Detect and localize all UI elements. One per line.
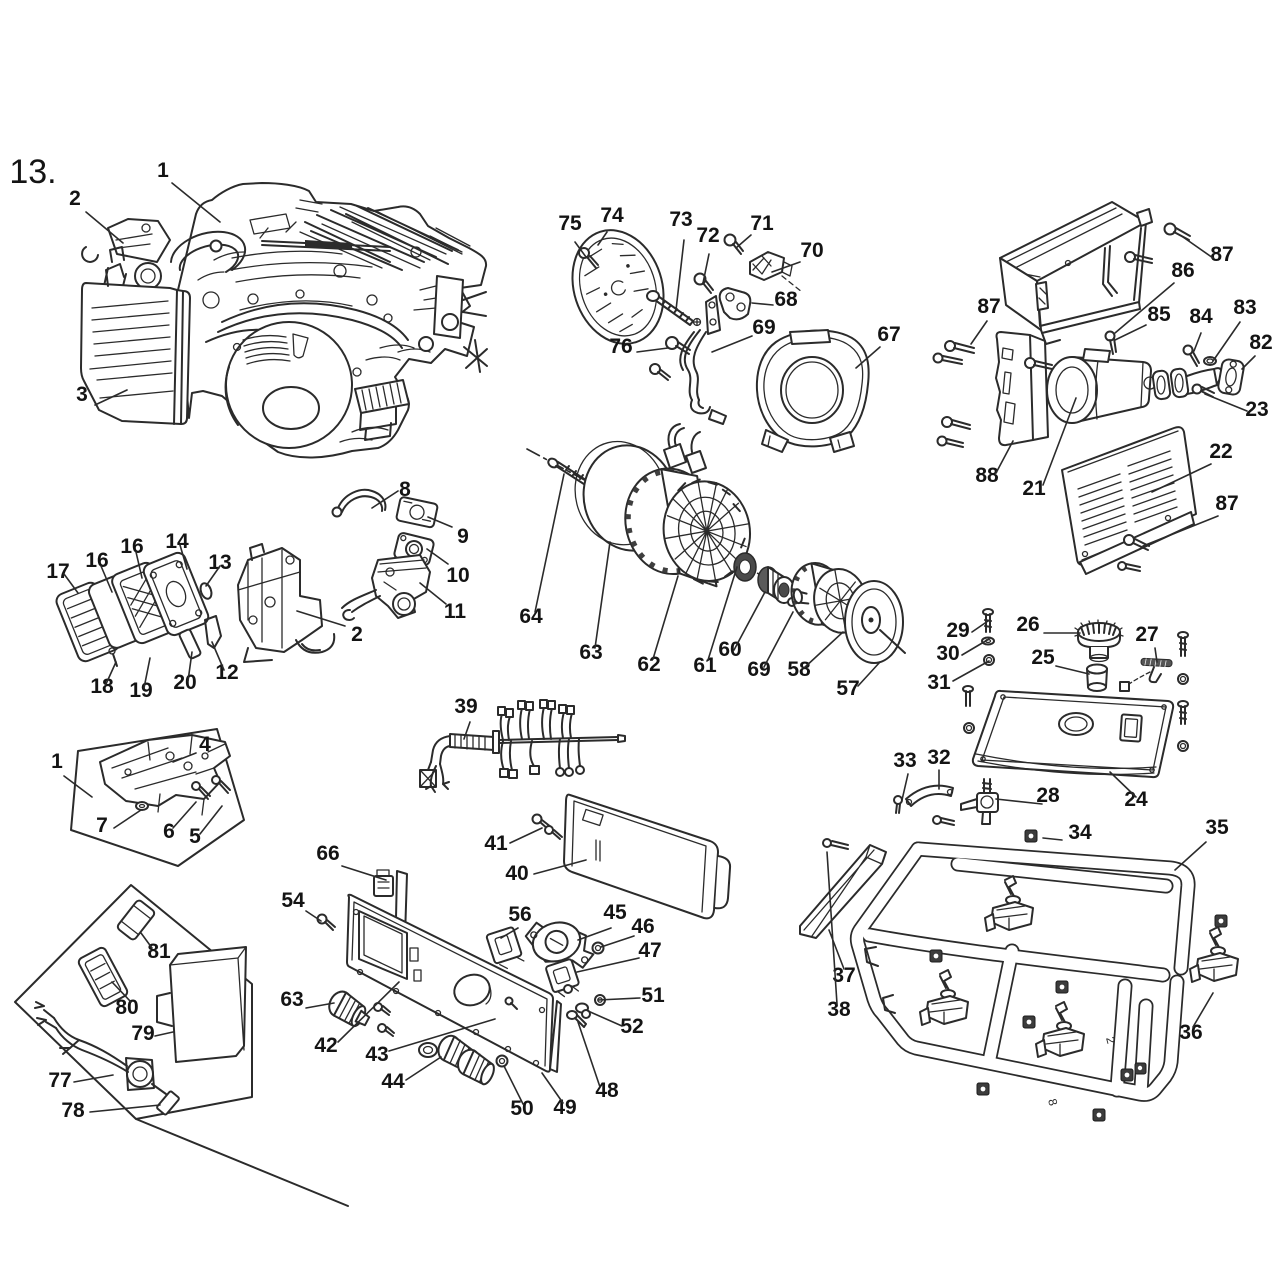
svg-text:83: 83 (1233, 296, 1256, 319)
svg-text:88: 88 (975, 464, 999, 487)
svg-text:1: 1 (157, 159, 169, 182)
svg-text:2: 2 (69, 187, 81, 210)
svg-text:23: 23 (1245, 398, 1268, 421)
svg-text:41: 41 (484, 832, 508, 855)
svg-text:77: 77 (48, 1069, 71, 1092)
svg-text:70: 70 (800, 239, 823, 262)
svg-text:43: 43 (365, 1043, 388, 1066)
svg-text:20: 20 (173, 671, 196, 694)
svg-text:87: 87 (1215, 492, 1238, 515)
svg-text:8: 8 (1045, 1097, 1060, 1107)
svg-text:72: 72 (696, 224, 719, 247)
svg-text:60: 60 (718, 638, 741, 661)
svg-text:24: 24 (1124, 788, 1148, 811)
svg-text:1: 1 (51, 750, 63, 773)
svg-text:54: 54 (281, 889, 305, 912)
svg-text:80: 80 (115, 996, 138, 1019)
svg-text:25: 25 (1031, 646, 1055, 669)
svg-text:29: 29 (946, 619, 969, 642)
svg-text:37: 37 (832, 964, 855, 987)
svg-text:30: 30 (936, 642, 959, 665)
svg-text:42: 42 (314, 1034, 337, 1057)
svg-text:58: 58 (787, 658, 811, 681)
svg-text:11: 11 (444, 600, 467, 623)
svg-text:63: 63 (280, 988, 303, 1011)
svg-text:68: 68 (774, 288, 798, 311)
svg-text:5: 5 (189, 825, 201, 848)
svg-text:73: 73 (669, 208, 692, 231)
svg-text:8: 8 (399, 478, 411, 501)
svg-text:81: 81 (147, 940, 171, 963)
svg-text:74: 74 (600, 204, 624, 227)
svg-text:2: 2 (1103, 1035, 1118, 1045)
svg-text:49: 49 (553, 1096, 576, 1119)
svg-text:52: 52 (620, 1015, 643, 1038)
svg-text:27: 27 (1135, 623, 1158, 646)
svg-text:47: 47 (638, 939, 661, 962)
svg-text:85: 85 (1147, 303, 1171, 326)
svg-text:26: 26 (1016, 613, 1039, 636)
svg-text:3: 3 (76, 383, 88, 406)
svg-text:66: 66 (316, 842, 339, 865)
svg-text:13.: 13. (9, 153, 56, 191)
svg-text:38: 38 (827, 998, 851, 1021)
svg-text:31: 31 (927, 671, 951, 694)
svg-text:76: 76 (609, 335, 632, 358)
svg-text:78: 78 (61, 1099, 85, 1122)
svg-text:6: 6 (163, 820, 175, 843)
svg-text:46: 46 (631, 915, 654, 938)
svg-text:13: 13 (208, 551, 231, 574)
svg-text:9: 9 (457, 525, 469, 548)
svg-text:21: 21 (1022, 477, 1046, 500)
svg-text:50: 50 (510, 1097, 533, 1120)
svg-text:4: 4 (199, 733, 211, 756)
svg-text:28: 28 (1036, 784, 1060, 807)
svg-text:32: 32 (927, 746, 950, 769)
svg-text:22: 22 (1209, 440, 1232, 463)
svg-text:67: 67 (877, 323, 900, 346)
svg-text:44: 44 (381, 1070, 405, 1093)
svg-text:45: 45 (603, 901, 627, 924)
svg-text:51: 51 (641, 984, 665, 1007)
svg-text:86: 86 (1171, 259, 1194, 282)
svg-text:48: 48 (595, 1079, 619, 1102)
svg-text:82: 82 (1249, 331, 1272, 354)
svg-text:84: 84 (1189, 305, 1213, 328)
svg-text:14: 14 (165, 530, 189, 553)
svg-text:35: 35 (1205, 816, 1229, 839)
svg-text:61: 61 (693, 654, 717, 677)
svg-text:87: 87 (1210, 243, 1233, 266)
svg-text:69: 69 (752, 316, 775, 339)
svg-text:57: 57 (836, 677, 859, 700)
svg-text:75: 75 (558, 212, 582, 235)
svg-text:62: 62 (637, 653, 660, 676)
svg-text:87: 87 (977, 295, 1000, 318)
svg-text:10: 10 (446, 564, 469, 587)
svg-text:40: 40 (505, 862, 528, 885)
svg-text:16: 16 (120, 535, 143, 558)
svg-text:16: 16 (85, 549, 108, 572)
svg-text:12: 12 (215, 661, 238, 684)
svg-text:36: 36 (1179, 1021, 1202, 1044)
svg-text:63: 63 (579, 641, 602, 664)
svg-text:18: 18 (90, 675, 114, 698)
svg-text:33: 33 (893, 749, 916, 772)
svg-text:39: 39 (454, 695, 477, 718)
svg-text:79: 79 (131, 1022, 154, 1045)
svg-text:34: 34 (1068, 821, 1092, 844)
svg-text:7: 7 (96, 814, 108, 837)
svg-text:71: 71 (750, 212, 774, 235)
svg-text:2: 2 (351, 623, 363, 646)
svg-text:17: 17 (46, 560, 69, 583)
svg-text:64: 64 (519, 605, 543, 628)
svg-text:56: 56 (508, 903, 531, 926)
svg-text:19: 19 (129, 679, 152, 702)
